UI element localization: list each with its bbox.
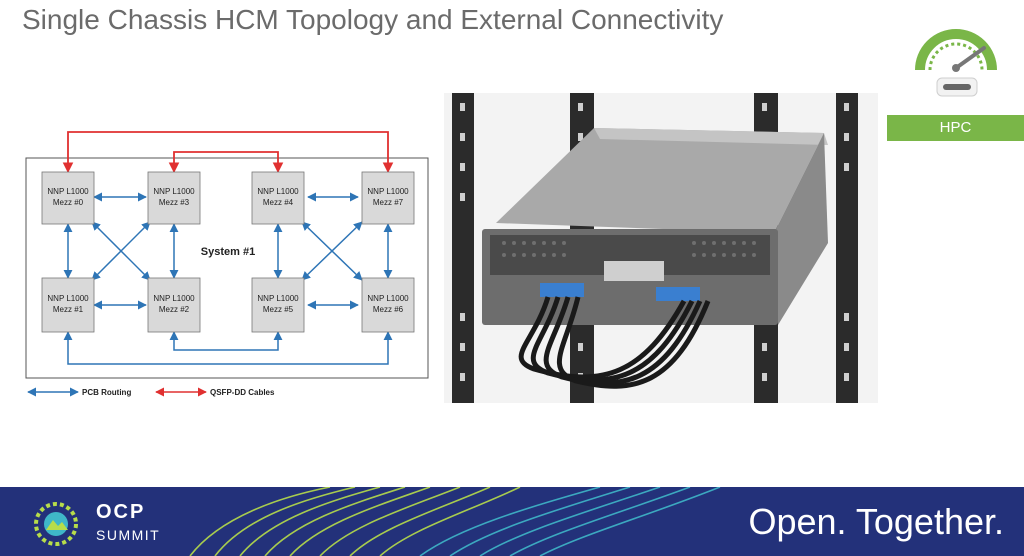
svg-text:Mezz #6: Mezz #6 [373,305,404,314]
node-mezz-4: NNP L1000 Mezz #4 [251,171,305,225]
svg-text:NNP L1000: NNP L1000 [47,187,89,196]
node-mezz-3: NNP L1000 Mezz #3 [147,171,201,225]
svg-text:Mezz #7: Mezz #7 [373,198,404,207]
footer-banner: OCP SUMMIT Open. Together. [0,487,1024,556]
svg-text:Mezz #5: Mezz #5 [263,305,294,314]
svg-text:Mezz #1: Mezz #1 [53,305,84,314]
speedometer-icon [915,29,997,97]
node-mezz-1: NNP L1000 Mezz #1 [41,277,95,333]
node-mezz-6: NNP L1000 Mezz #6 [361,277,415,333]
svg-text:NNP L1000: NNP L1000 [153,294,195,303]
svg-text:NNP L1000: NNP L1000 [153,187,195,196]
legend-pcb-label: PCB Routing [82,388,131,397]
svg-text:NNP L1000: NNP L1000 [257,294,299,303]
footer-tagline: Open. Together. [748,501,1004,542]
legend-qsfp-label: QSFP-DD Cables [210,388,275,397]
legend: PCB Routing QSFP-DD Cables [27,387,275,397]
system-label: System #1 [201,246,255,258]
node-mezz-7: NNP L1000 Mezz #7 [361,171,415,225]
svg-text:NNP L1000: NNP L1000 [367,294,409,303]
svg-text:NNP L1000: NNP L1000 [47,294,89,303]
svg-text:NNP L1000: NNP L1000 [367,187,409,196]
server-rack-image [444,93,878,403]
node-mezz-2: NNP L1000 Mezz #2 [147,277,201,333]
svg-text:Mezz #3: Mezz #3 [159,198,190,207]
footer-event: SUMMIT [96,527,161,543]
qsfp-cables [62,131,394,174]
pcb-routes [63,192,393,365]
hpc-badge: HPC [887,115,1024,141]
svg-text:Mezz #4: Mezz #4 [263,198,294,207]
ocp-logo-icon [34,502,78,546]
slide-title: Single Chassis HCM Topology and External… [22,4,724,35]
topology-diagram: NNP L1000 Mezz #0 NNP L1000 Mezz #3 NNP … [25,131,429,397]
svg-text:NNP L1000: NNP L1000 [257,187,299,196]
footer-brand: OCP [96,501,146,523]
node-mezz-0: NNP L1000 Mezz #0 [41,171,95,225]
svg-text:Mezz #0: Mezz #0 [53,198,84,207]
node-mezz-5: NNP L1000 Mezz #5 [251,277,305,333]
svg-text:Mezz #2: Mezz #2 [159,305,190,314]
